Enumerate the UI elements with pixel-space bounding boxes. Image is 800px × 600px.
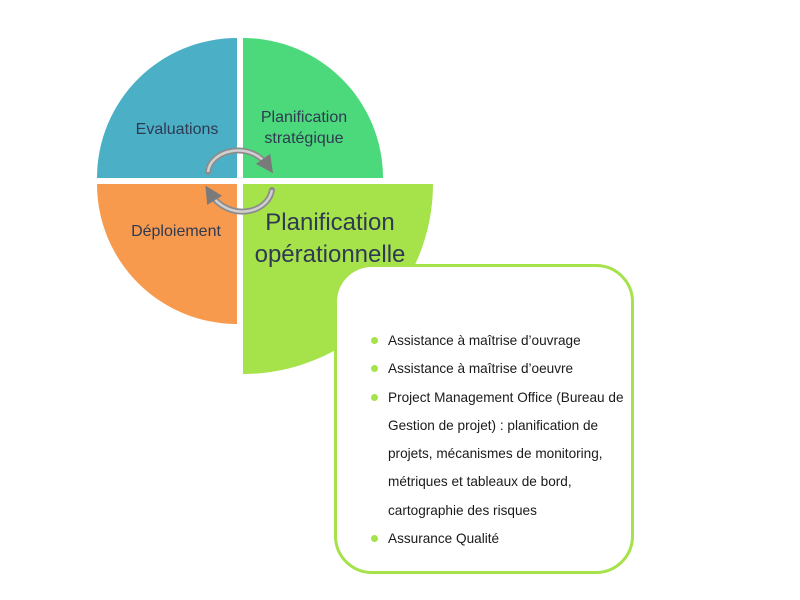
label-planification-operationnelle-line1: Planification	[265, 209, 394, 236]
label-planification-operationnelle-line2: opérationnelle	[255, 241, 406, 268]
label-evaluations: Evaluations	[136, 121, 219, 138]
list-item: Assistance à maîtrise d’ouvrage	[371, 327, 633, 355]
label-planification-strategique-line1: Planification	[261, 109, 347, 126]
label-deploiement: Déploiement	[131, 223, 221, 240]
list-item: Assistance à maîtrise d’oeuvre	[371, 355, 633, 383]
label-planification-strategique-line2: stratégique	[264, 130, 343, 147]
quadrant-planification-strategique	[243, 38, 383, 178]
cycle-arrows-icon	[205, 147, 275, 215]
list-item: Project Management Office (Bureau de Ges…	[371, 384, 633, 525]
quadrant-planification-operationnelle	[243, 184, 433, 374]
services-info-box	[334, 264, 634, 574]
list-item: Assurance Qualité	[371, 525, 633, 553]
services-list: Assistance à maîtrise d’ouvrage Assistan…	[371, 327, 633, 553]
quadrant-deploiement	[97, 184, 237, 324]
quadrant-evaluations	[97, 38, 237, 178]
